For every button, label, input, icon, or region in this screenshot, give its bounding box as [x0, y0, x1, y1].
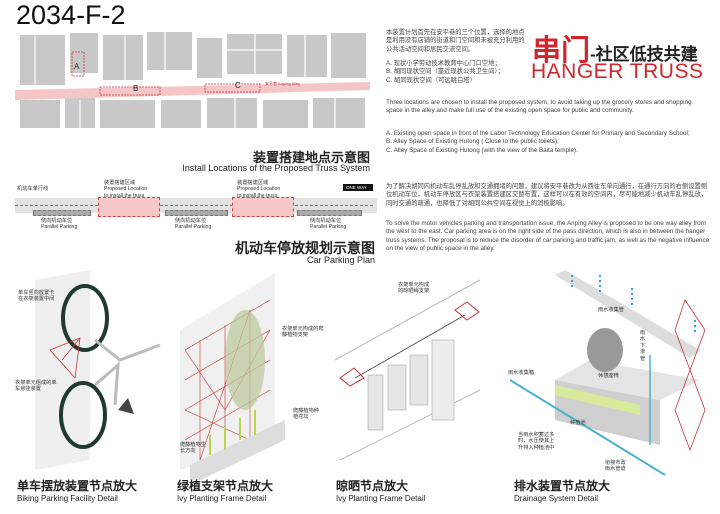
note-drain-3: 雨水收集箱: [508, 370, 534, 376]
note-bike-1: 单车竖向放置卡在衣架装置中间: [18, 290, 55, 303]
site-map-drawing: [15, 32, 370, 128]
map-caption-en: Install Locations of the Proposed Truss …: [182, 163, 370, 173]
intro-zh-list: A. 现状小学劳动技术教育中心门口空地；B. 胡同现状空间（靠近现状公共卫生间）…: [386, 60, 504, 84]
note-drain-4: 休憩座椅: [598, 373, 619, 379]
parking-caption-en: Car Parking Plan: [306, 255, 375, 265]
note-ivy-2: 爬藤植物种植花坛: [293, 408, 319, 421]
sheet-id: 2034-F-2: [16, 0, 126, 30]
bike-illustration: [35, 270, 161, 470]
ivy-frame-illustration: [180, 273, 285, 480]
note-ivy-1: 衣架单元构成的爬藤植物支架: [282, 326, 324, 339]
map-caption-zh: 装置搭建地点示意图: [252, 150, 370, 165]
parking-slot-2: [165, 210, 228, 216]
intro-zh: 本装置计划首先在安平巷的三个位置，选择的地点是利用没有店铺的街道和门空间和未被充…: [386, 29, 525, 53]
drainage-illustration: [509, 270, 706, 476]
note-drain-2: 雨水下渗管: [640, 330, 646, 362]
intro-en-list: A. Existing open space in front of the L…: [386, 130, 690, 154]
lane-label: 机动车单行线: [17, 186, 49, 192]
parking-text-en: To solve the motor vehicles parking and …: [386, 220, 710, 253]
proposed-zone-1: [98, 197, 160, 217]
parking-text-zh: 为了解决胡同内机动车乱停乱放和交通拥堵的问题，建议将安平巷改为从西往东单向通行，…: [386, 183, 708, 207]
detail-panels: 单车竖向放置卡在衣架装置中间 衣架单元组成的单车悬挂装置 衣架单元构成的爬藤植物…: [0, 270, 720, 514]
note-ivy-3: 爬藤植物生长方向: [180, 442, 206, 455]
lane-divider: [15, 205, 373, 206]
note-drain-7: 衔接市政雨水管道: [605, 460, 626, 473]
laundry-illustration: [334, 279, 481, 461]
parking-slot-1: [33, 210, 91, 216]
parking-caption-zh: 机动车停放规划示意图: [235, 240, 375, 256]
note-drain-5: 种植池: [570, 420, 586, 426]
proposed-zone-2: [232, 197, 294, 217]
map-label-a: A: [74, 62, 80, 71]
intro-en: Three locations are chosen to install th…: [386, 99, 692, 115]
street-label: 安平巷 Anping Alley: [265, 81, 301, 86]
note-drain-1: 雨水收集管: [598, 307, 624, 313]
note-bike-2: 衣架单元组成的单车悬挂装置: [15, 380, 57, 393]
logo-zh: 串门-社区低技共建: [532, 35, 698, 67]
one-way-sign: ONE WAY: [343, 184, 373, 191]
note-drain-6: 当雨水积蓄过多时，水压使其上升排入种植池中: [518, 432, 555, 451]
note-laundry-1: 衣架单元构成的晾晒绳支架: [398, 282, 430, 295]
map-label-b: B: [133, 84, 139, 93]
parking-slot-3: [297, 210, 362, 216]
detail-illustrations: [35, 270, 706, 480]
site-map: A B C 安平巷 Anping Alley: [15, 30, 370, 130]
logo-en: HANGER TRUSS: [531, 60, 704, 83]
map-label-c: C: [235, 81, 241, 90]
